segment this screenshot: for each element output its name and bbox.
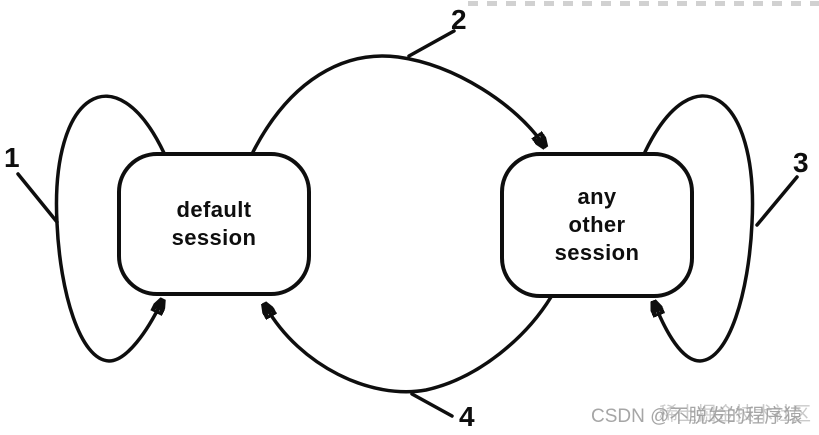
state-label-line: session: [554, 240, 640, 265]
state-label-line: default: [176, 197, 252, 222]
csdn-watermark: CSDN @不脱发的程序猿: [591, 406, 803, 427]
transition-2-arrow: [251, 54, 543, 154]
transition-label-4: 4: [459, 401, 475, 432]
state-label-line: other: [568, 212, 626, 237]
transition-3-label-pointer: [755, 175, 799, 227]
transition-label-2: 2: [451, 4, 467, 35]
transition-3-self-loop-arrow: [643, 94, 755, 363]
transition-1-self-loop-arrow: [54, 94, 164, 363]
state-label-line: session: [171, 225, 257, 250]
transition-1-label-pointer: [16, 172, 59, 224]
state-default-session: default session: [117, 152, 311, 296]
juejin-watermark-overlay: 稀土掘金技术社区: [659, 404, 812, 425]
transition-label-3: 3: [793, 147, 809, 178]
transition-label-1: 1: [4, 142, 20, 173]
state-any-other-session: any other session: [500, 152, 694, 298]
state-label-line: any: [577, 184, 617, 209]
transition-2-label-pointer: [407, 29, 456, 58]
transition-4-arrow: [266, 295, 553, 394]
cropped-text-artifact: [468, 1, 819, 6]
transition-4-label-pointer: [410, 392, 454, 418]
